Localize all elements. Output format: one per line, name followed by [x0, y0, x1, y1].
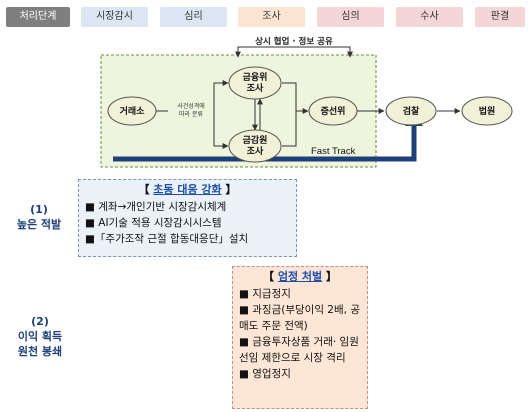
case-note-line2: 따라 분류 — [179, 110, 203, 118]
early-response-box: 【 초동 대응 강화 】 ■ 계좌→개인기반 시장감시체계 ■ AI기술 적용 … — [78, 179, 297, 257]
early-response-title: 【 초동 대응 강화 】 — [138, 183, 237, 196]
section2-number: (2) — [31, 315, 49, 328]
node-prosecution-label: 검찰 — [403, 105, 420, 117]
fast-track-arrow — [113, 123, 417, 162]
stage-header-processing: 처리단계 — [6, 7, 70, 27]
connector-to-fsc — [213, 80, 229, 111]
stage-header-prosecution: 수사 — [396, 7, 463, 27]
strict-punishment-title: 【 엄정 처벌 】 — [263, 270, 337, 283]
strict-punishment-box: 【 엄정 처벌 】 ■ 지급정지 ■ 과징금(부당이익 2배, 공매도 주문 전… — [232, 266, 368, 409]
node-fss-line2: 조사 — [247, 145, 264, 157]
node-court — [461, 96, 513, 126]
section1-title: 높은 적발 — [16, 218, 62, 231]
node-exchange — [107, 96, 157, 126]
node-fss-line1: 금감원 — [243, 134, 268, 146]
punishment-item: ■ 영업정지 — [239, 368, 291, 380]
early-response-item: ■「주가조작 근절 합동대응단」설치 — [85, 233, 249, 245]
node-court-label: 법원 — [479, 105, 496, 117]
early-response-item: ■ 계좌→개인기반 시장감시체계 — [85, 201, 227, 213]
punishment-item: ■ 지급정지 — [239, 288, 291, 300]
cooperation-label: 상시 협업 · 정보 공유 — [255, 36, 333, 47]
stage-header-trial: 판결 — [475, 7, 525, 27]
flow-diagram: 상시 협업 · 정보 공유 Fast Track 거래소 사건성격에 따라 분류… — [100, 36, 513, 168]
node-sfc-label: 증선위 — [321, 105, 346, 117]
connector-fsc-to-sfc — [282, 82, 309, 114]
section2-title-line2: 원천 봉쇄 — [17, 345, 63, 358]
stage-header-deliberation: 심의 — [317, 7, 384, 27]
early-response-item: ■ AI기술 적용 시장감시시스템 — [85, 217, 222, 229]
stage-header-market-surveillance: 시장감시 — [81, 7, 148, 27]
node-sfc — [308, 96, 358, 126]
node-fsc-line1: 금융위 — [243, 71, 268, 83]
stage-header-review: 심리 — [160, 7, 227, 27]
punishment-item: ■ 금융투자상품 거래· 임원선임 제한으로 시장 격리 — [239, 336, 359, 364]
stage-header-investigation: 조사 — [238, 7, 305, 27]
fast-track-label: Fast Track — [311, 146, 356, 157]
node-exchange-label: 거래소 — [120, 105, 146, 117]
case-note-line1: 사건성격에 — [177, 102, 205, 110]
section2-title-line1: 이익 획득 — [17, 330, 63, 343]
section2-label: (2) 이익 획득 원천 봉쇄 — [6, 314, 74, 359]
node-prosecution — [385, 96, 437, 126]
node-fsc-line2: 조사 — [247, 82, 264, 94]
node-fsc — [228, 66, 282, 100]
section1-label: (1) 높은 적발 — [8, 202, 70, 232]
connector-to-fss — [213, 111, 229, 149]
section1-number: (1) — [30, 203, 48, 216]
node-fss — [228, 129, 282, 163]
punishment-item: ■ 과징금(부당이익 2배, 공매도 주문 전액) — [239, 304, 360, 332]
connector-fss-to-sfc — [282, 111, 297, 147]
